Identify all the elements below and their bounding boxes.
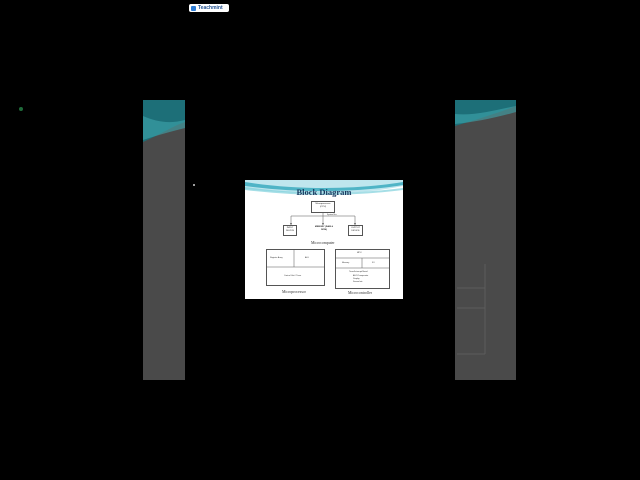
microcontroller-dividers [335, 257, 390, 269]
alu-cell: ALU [305, 257, 309, 259]
sensor-cell: Sensor/etc. [353, 281, 364, 283]
mpu-cell: MPU [357, 252, 362, 254]
control-unit-cell: Control Unit / Timer [284, 275, 302, 277]
input-device-box: INPUT DEVICE [283, 225, 297, 236]
watermark-text: Teachmint [198, 5, 223, 11]
left-blurred-panel [143, 100, 185, 380]
input-device-label: INPUT DEVICE [285, 227, 295, 232]
output-device-box: OUTPUT DEVICE [348, 225, 363, 236]
cpu-label: Microprocessor (CPU) [315, 203, 331, 208]
slide-title: Block Diagram [296, 187, 352, 197]
microcontroller-caption: Microcontroller [348, 291, 373, 295]
display-cell: Display [353, 278, 360, 280]
teachmint-watermark: Teachmint [189, 4, 229, 12]
microprocessor-dividers [266, 249, 325, 268]
block-diagram-slide: Block Diagram Microprocessor (CPU) Syste… [245, 180, 403, 299]
green-dot [19, 107, 23, 111]
memory-box: MEMORY (RAM & ROM) [313, 225, 335, 236]
memory-label: MEMORY (RAM & ROM) [314, 226, 334, 231]
left-panel-wave [143, 100, 185, 146]
microcontroller-box [335, 249, 390, 289]
cpu-box: Microprocessor (CPU) [311, 201, 335, 213]
microcomputer-caption: Microcomputer [311, 241, 335, 245]
microprocessor-caption: Microprocessor [282, 290, 306, 294]
timer-cell: Timer/Interrupt/Serial [349, 271, 368, 273]
io-cell: I/O [372, 262, 375, 264]
memory-cell: Memory [342, 262, 350, 264]
right-blurred-panel [455, 100, 516, 380]
output-device-label: OUTPUT DEVICE [351, 227, 360, 232]
system-bus-label: System Bus [327, 214, 337, 216]
microprocessor-box [266, 249, 325, 286]
slide-header-wave [245, 180, 403, 195]
register-array-cell: Register Array [270, 257, 283, 259]
diagram-connectors [290, 213, 356, 225]
teachmint-logo-icon [191, 5, 196, 11]
right-panel-wave [455, 100, 516, 146]
white-dot [193, 184, 195, 186]
right-panel-lines [457, 264, 486, 355]
adc-cell: ADC/Comparator [353, 275, 369, 277]
